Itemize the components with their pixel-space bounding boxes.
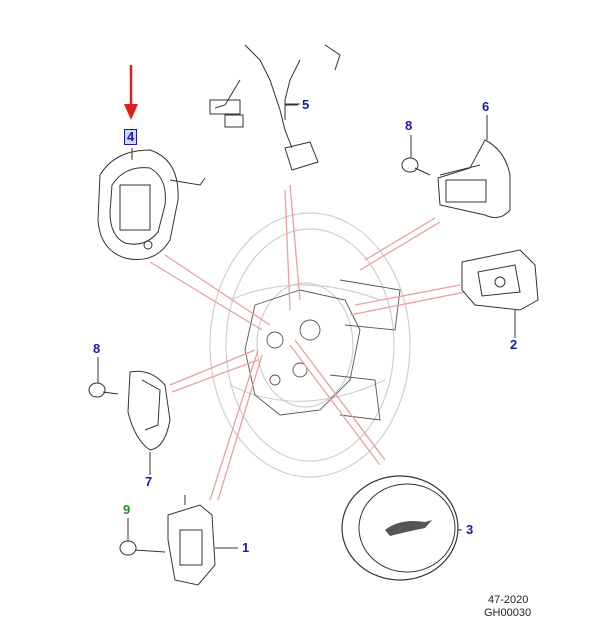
red-arrow-indicator (124, 65, 138, 120)
callout-6: 6 (482, 99, 490, 114)
diagram-code: GH00030 (484, 607, 532, 619)
part-6-switch-housing (437, 139, 511, 219)
callout-8-top: 8 (405, 118, 413, 133)
part-9-screw (119, 540, 166, 556)
part-7-paddle-left (127, 370, 171, 451)
callout-lines (97, 104, 516, 549)
callout-7: 7 (145, 474, 153, 489)
callout-5: 5 (302, 97, 310, 112)
leader-lines (149, 184, 466, 501)
part-4-clockspring (97, 149, 206, 260)
part-3-airbag (341, 475, 459, 581)
steering-wheel-outline (209, 212, 411, 478)
part-5-harness (209, 44, 341, 171)
callout-8-left: 8 (93, 341, 101, 356)
part-1-switch-left (167, 495, 216, 586)
callout-9: 9 (123, 502, 131, 517)
part-8-screw-left (88, 382, 119, 398)
part-8-screw-top (401, 157, 431, 176)
callout-3: 3 (466, 522, 474, 537)
part-2-switch-right (461, 249, 539, 311)
diagram-date: 47-2020 (488, 594, 529, 606)
callout-2: 2 (510, 337, 518, 352)
callout-4: 4 (124, 129, 138, 145)
steering-hub (244, 279, 401, 421)
callout-1: 1 (242, 540, 250, 555)
